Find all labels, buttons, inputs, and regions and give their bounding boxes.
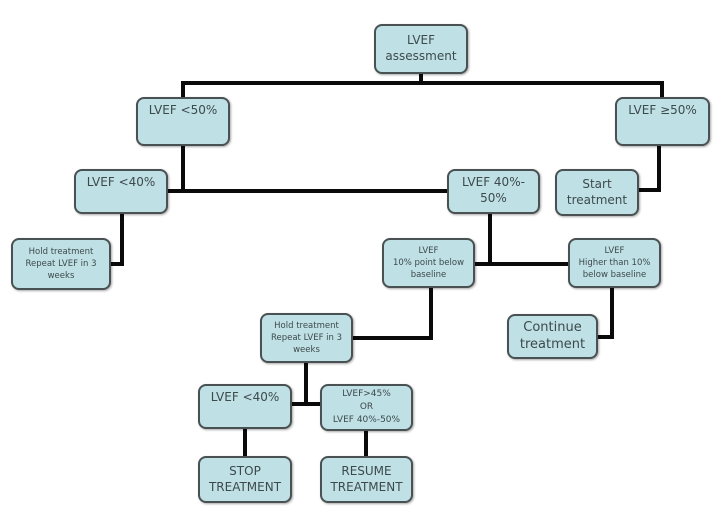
node-text: below baseline — [582, 270, 647, 281]
connector-assessment-branches — [181, 81, 664, 99]
node-text: Repeat LVEF in 3 — [25, 258, 97, 269]
node-text: TREATMENT — [330, 479, 403, 494]
node-text: Hold treatment — [28, 246, 94, 257]
node-text: Hold treatment — [274, 320, 339, 331]
node-text: weeks — [47, 271, 75, 282]
connector-higher-continue — [596, 286, 614, 339]
node-text: Higher than 10% — [578, 257, 651, 268]
node-text: LVEF>45% — [342, 388, 391, 399]
node-lvef-40-50: LVEF 40%- 50% — [447, 169, 540, 214]
node-text: assessment — [385, 49, 457, 63]
node-text: LVEF — [418, 245, 439, 256]
node-lvef-assessment: LVEF assessment — [374, 24, 468, 74]
node-continue-treatment: Continue treatment — [507, 314, 598, 359]
node-text: LVEF — [406, 33, 436, 48]
node-lvef-higher-10: LVEF Higher than 10% below baseline — [568, 238, 661, 288]
node-resume-treatment: RESUME TREATMENT — [320, 456, 413, 503]
node-text: Repeat LVEF in 3 — [270, 332, 343, 343]
node-lvef-ge50: LVEF ≥50% — [615, 97, 710, 146]
node-text: treatment — [566, 192, 628, 207]
connector-lt40-hold — [109, 212, 124, 266]
node-lvef-lt50: LVEF <50% — [136, 97, 230, 146]
connector-10pt-hold — [351, 286, 433, 340]
connector-ge50-start — [637, 144, 661, 192]
node-text: STOP — [229, 463, 261, 478]
node-text: OR — [359, 401, 374, 412]
node-text: LVEF — [604, 245, 625, 256]
node-text: treatment — [519, 336, 586, 352]
node-text: LVEF <40% — [210, 390, 280, 404]
node-text: baseline — [410, 270, 447, 281]
node-text: LVEF 40%-50% — [332, 415, 401, 426]
node-hold-left: Hold treatment Repeat LVEF in 3 weeks — [11, 238, 111, 290]
node-lvef-lt40-top: LVEF <40% — [74, 169, 168, 214]
node-text: weeks — [293, 345, 320, 356]
node-text: RESUME — [341, 463, 392, 478]
node-lvef-10pt-below: LVEF 10% point below baseline — [382, 238, 475, 288]
node-text: LVEF 40%- — [462, 175, 525, 189]
node-text: LVEF <50% — [148, 103, 218, 117]
node-text: 10% point below — [392, 257, 465, 268]
node-text: LVEF ≥50% — [628, 103, 697, 117]
node-hold-middle: Hold treatment Repeat LVEF in 3 weeks — [260, 313, 353, 363]
node-text: Start — [582, 176, 612, 191]
node-start-treatment: Start treatment — [555, 169, 639, 216]
node-lvef-gt45-or: LVEF>45% OR LVEF 40%-50% — [320, 384, 413, 431]
node-stop-treatment: STOP TREATMENT — [198, 456, 292, 503]
node-lvef-lt40-bottom: LVEF <40% — [198, 384, 292, 429]
node-text: Continue — [523, 319, 582, 335]
node-text: 50% — [480, 190, 507, 205]
node-text: LVEF <40% — [86, 175, 156, 189]
node-text: TREATMENT — [208, 479, 282, 494]
